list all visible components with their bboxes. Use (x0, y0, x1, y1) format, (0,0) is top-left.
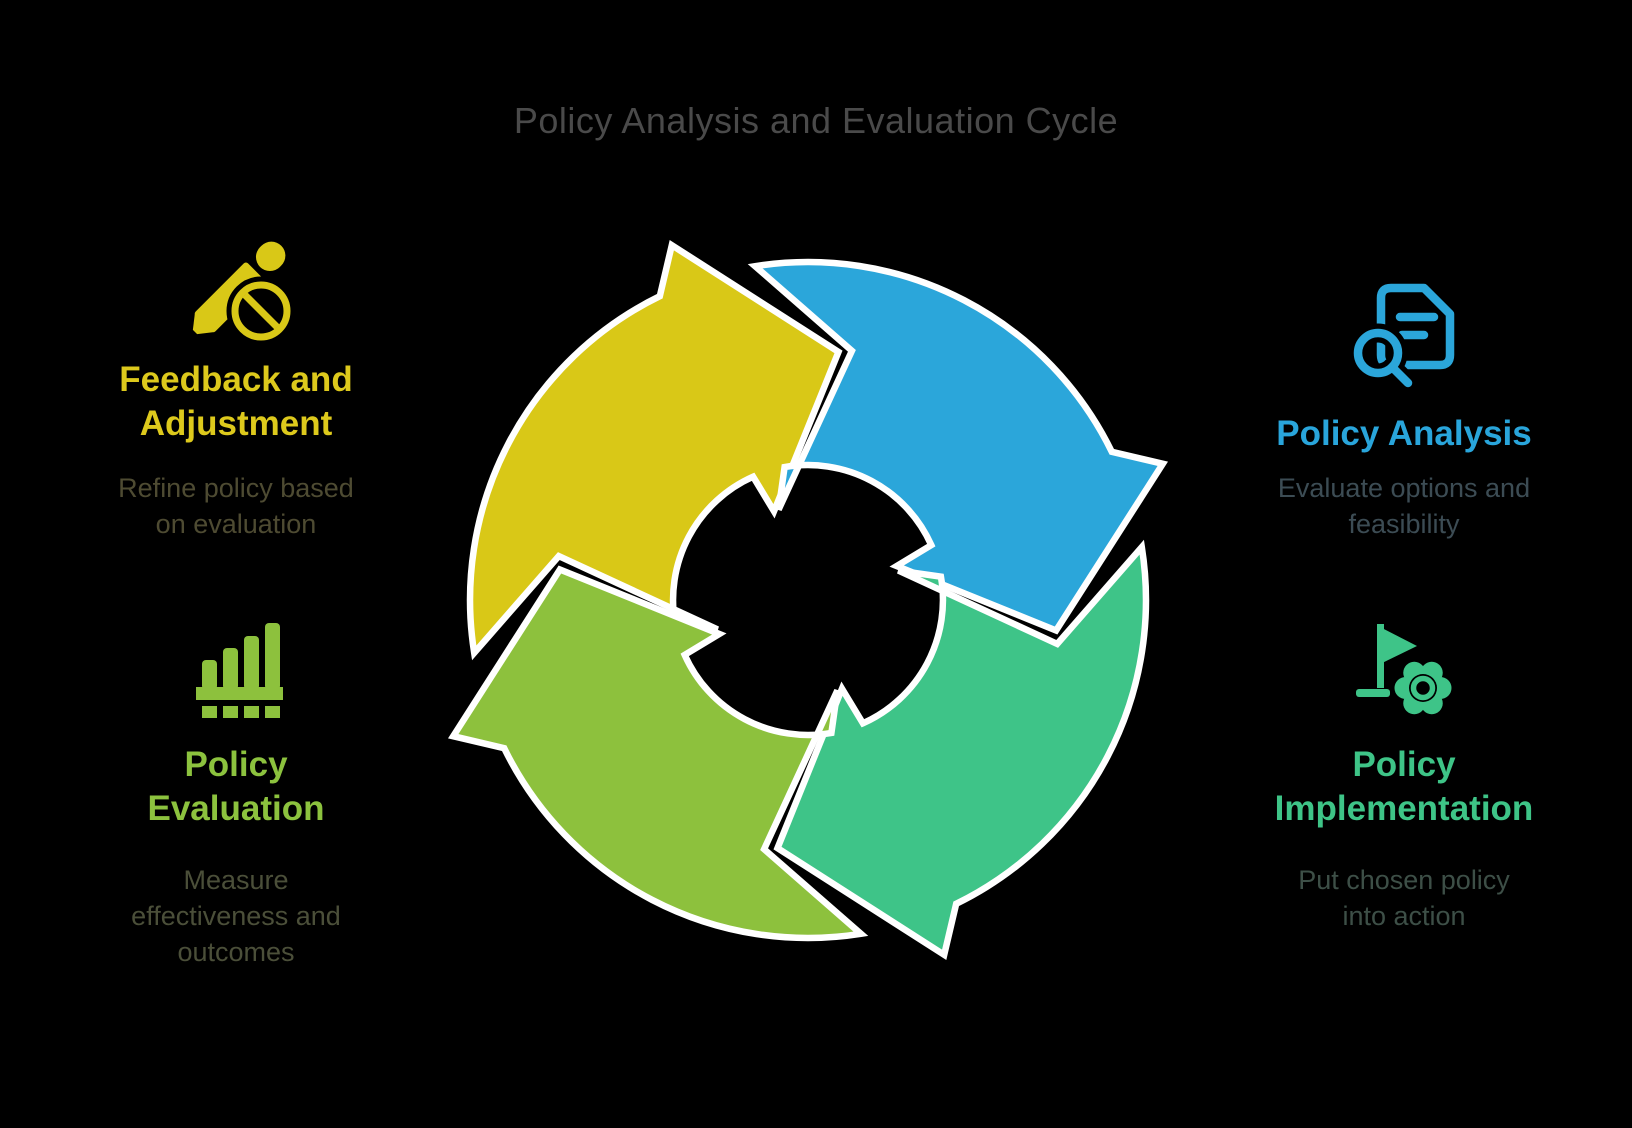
policy-analysis-heading: Policy Analysis (1276, 414, 1532, 453)
policy-evaluation-heading: Policy Evaluation (147, 745, 325, 828)
feedback-adjustment-arrow (466, 239, 843, 661)
policy-implementation-arrow (773, 539, 1150, 961)
policy-analysis-arrow (747, 258, 1169, 635)
policy-implementation-description: Put chosen policy into action (1298, 865, 1510, 931)
policy-implementation-heading: Policy Implementation (1274, 745, 1534, 828)
policy-evaluation-description: Measure effectiveness and outcomes (131, 865, 341, 967)
feedback-adjustment-description: Refine policy based on evaluation (118, 473, 354, 539)
feedback-adjustment-heading: Feedback and Adjustment (119, 360, 353, 443)
policy-analysis-description: Evaluate options and feasibility (1277, 473, 1531, 539)
pencil-slash-icon (175, 225, 305, 355)
page-title: Policy Analysis and Evaluation Cycle (513, 100, 1119, 141)
policy-evaluation-arrow (447, 565, 869, 942)
bar-chart-icon (172, 600, 302, 730)
flag-gear-icon (1338, 600, 1468, 730)
document-search-icon (1338, 270, 1468, 400)
